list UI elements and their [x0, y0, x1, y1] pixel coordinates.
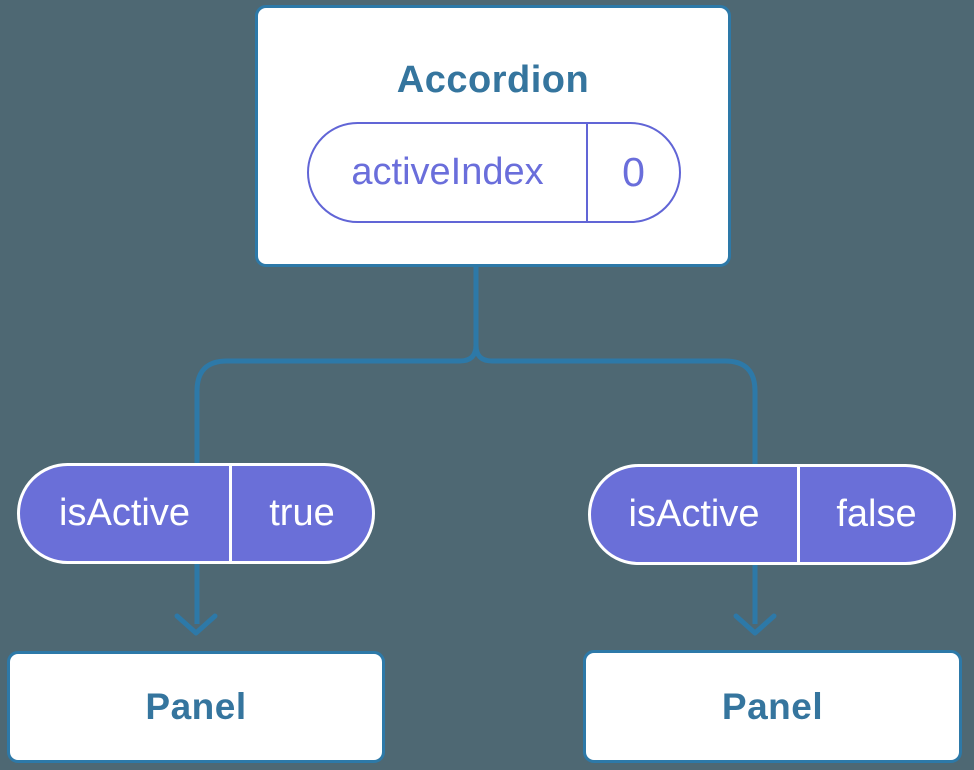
- panel-component-node-right: Panel: [583, 650, 962, 763]
- prop-name-label: isActive: [59, 492, 190, 534]
- connector-parent-to-right-child: [473, 266, 758, 624]
- prop-pill-isactive-true: isActive true: [17, 463, 375, 564]
- prop-name-label: isActive: [628, 493, 760, 535]
- pill-divider: [797, 467, 800, 562]
- state-pill-activeindex: activeIndex 0: [307, 122, 681, 223]
- panel-component-node-left: Panel: [7, 651, 385, 763]
- connector-parent-to-left-child: [194, 266, 479, 624]
- arrow-down-icon: [733, 613, 777, 636]
- pill-divider: [229, 466, 232, 561]
- prop-pill-isactive-false: isActive false: [588, 464, 956, 565]
- pill-divider: [586, 124, 588, 221]
- panel-node-title: Panel: [145, 686, 247, 727]
- prop-value-label: false: [836, 493, 917, 535]
- arrow-down-icon: [174, 613, 218, 636]
- accordion-node-title: Accordion: [396, 59, 590, 101]
- panel-node-title: Panel: [721, 685, 824, 727]
- accordion-component-node: Accordion activeIndex 0: [255, 5, 731, 267]
- prop-value-label: true: [269, 492, 335, 534]
- state-name-label: activeIndex: [351, 151, 544, 193]
- state-value-label: 0: [622, 149, 645, 195]
